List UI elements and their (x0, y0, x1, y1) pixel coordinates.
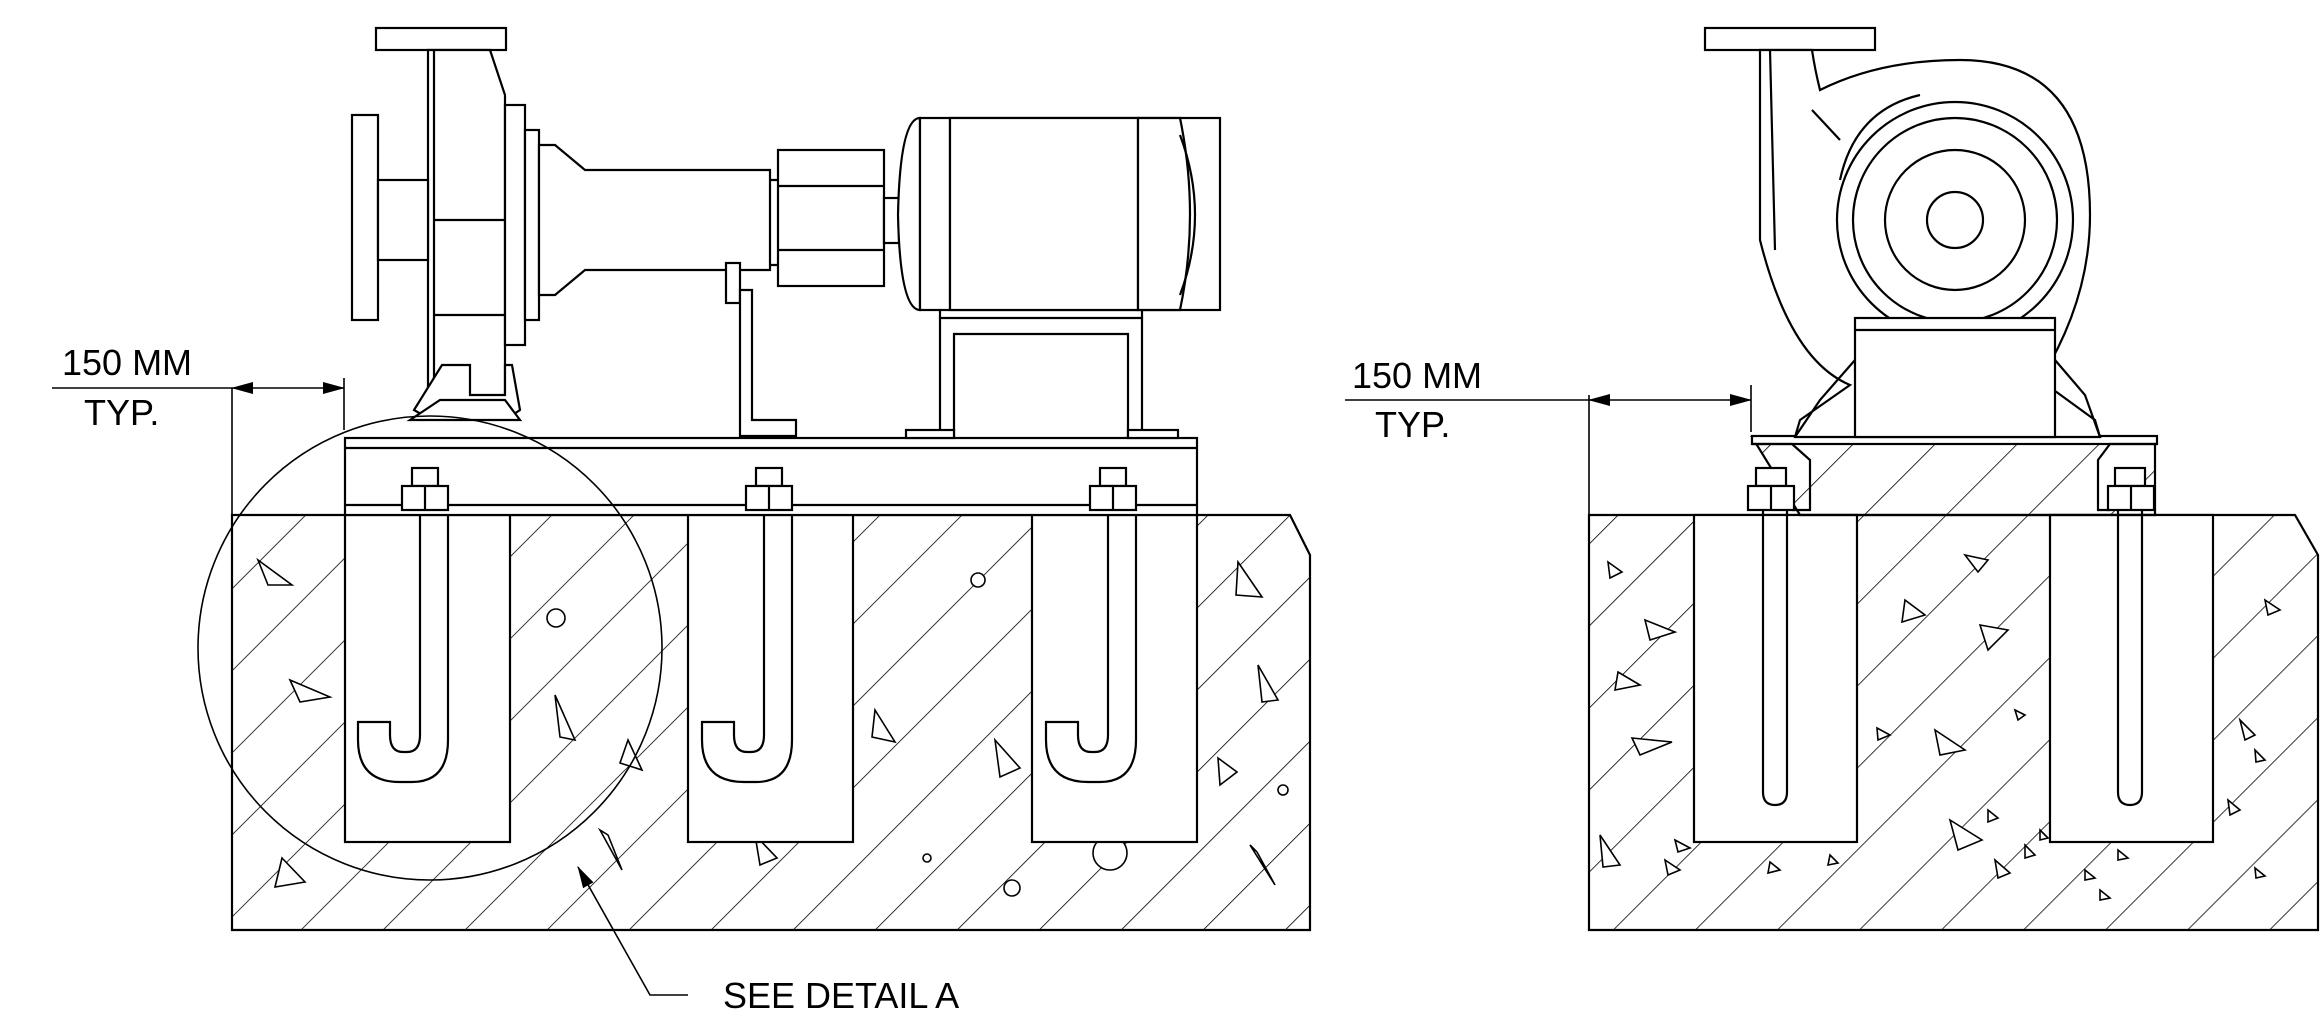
right-anchor-pockets (1692, 513, 2215, 844)
right-bolts (1761, 500, 2144, 807)
right-dimension (1345, 385, 1752, 540)
left-dimension-note: TYP. (84, 392, 159, 433)
left-bolt-nuts (400, 466, 1138, 512)
left-j-bolts (356, 505, 1138, 784)
right-aggregate-marks (1599, 553, 2282, 901)
left-view (52, 26, 1312, 996)
left-pump (350, 26, 901, 438)
right-view (1345, 26, 2320, 932)
j-bolt-1 (356, 505, 450, 784)
right-dimension-value: 150 MM (1352, 355, 1482, 396)
left-anchor-pockets (343, 513, 1199, 844)
detail-a-circle (197, 415, 663, 881)
j-bolt-2 (700, 505, 794, 784)
right-dimension-note: TYP. (1375, 404, 1450, 445)
right-bolt-brackets (1746, 442, 2157, 512)
detail-a-callout: SEE DETAIL A (723, 975, 959, 1011)
right-grout-pad (1750, 435, 2157, 517)
j-bolt-3 (1044, 505, 1138, 784)
detail-a-leader (577, 866, 688, 996)
right-pump-casing (1703, 26, 2102, 439)
left-motor (896, 116, 1222, 440)
left-dimension (52, 378, 345, 540)
left-dimension-value: 150 MM (62, 342, 192, 383)
